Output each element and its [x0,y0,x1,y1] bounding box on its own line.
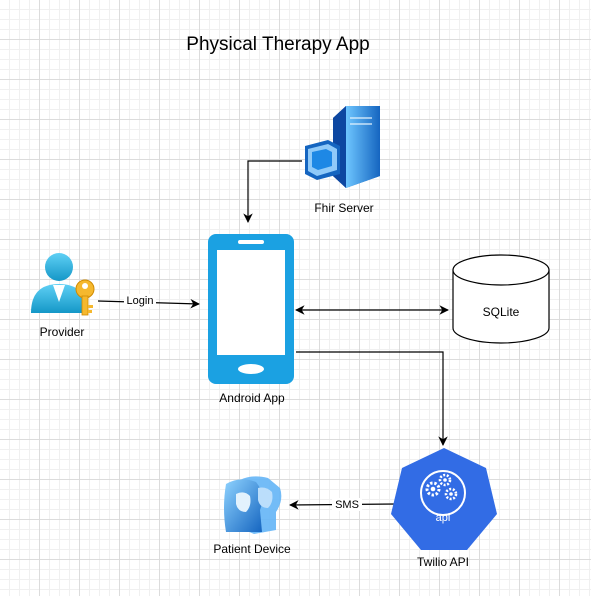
node-patient-device[interactable]: Patient Device [213,476,291,556]
diagram-title: Physical Therapy App [186,34,369,55]
node-sqlite[interactable]: SQLite [452,254,550,344]
edge-fhir-to-android [243,160,302,223]
edge-label-sms: SMS [335,499,359,511]
api-badge-text: api [436,512,451,524]
api-gear-icon: api [391,448,497,550]
edge-android-to-twilio [296,351,448,446]
mobile-phone-icon [208,234,294,384]
node-fhir-server[interactable]: Fhir Server [305,106,380,215]
server-icon [305,106,380,188]
twilio-api-label: Twilio API [417,555,469,569]
edge-label-login: Login [127,295,154,307]
patient-device-label: Patient Device [213,542,291,556]
provider-label: Provider [40,325,85,339]
sms-label-bg [332,498,362,511]
sqlite-label: SQLite [483,305,520,319]
node-android-app[interactable]: Android App [208,234,294,405]
node-provider[interactable]: Provider [31,253,95,339]
android-app-label: Android App [219,391,285,405]
database-cylinder [452,254,550,344]
fhir-server-label: Fhir Server [314,201,373,215]
patient-users-icon [224,476,282,534]
login-label-bg [124,294,156,307]
node-twilio-api[interactable]: api Twilio API [391,448,497,569]
user-key-icon [31,253,95,316]
